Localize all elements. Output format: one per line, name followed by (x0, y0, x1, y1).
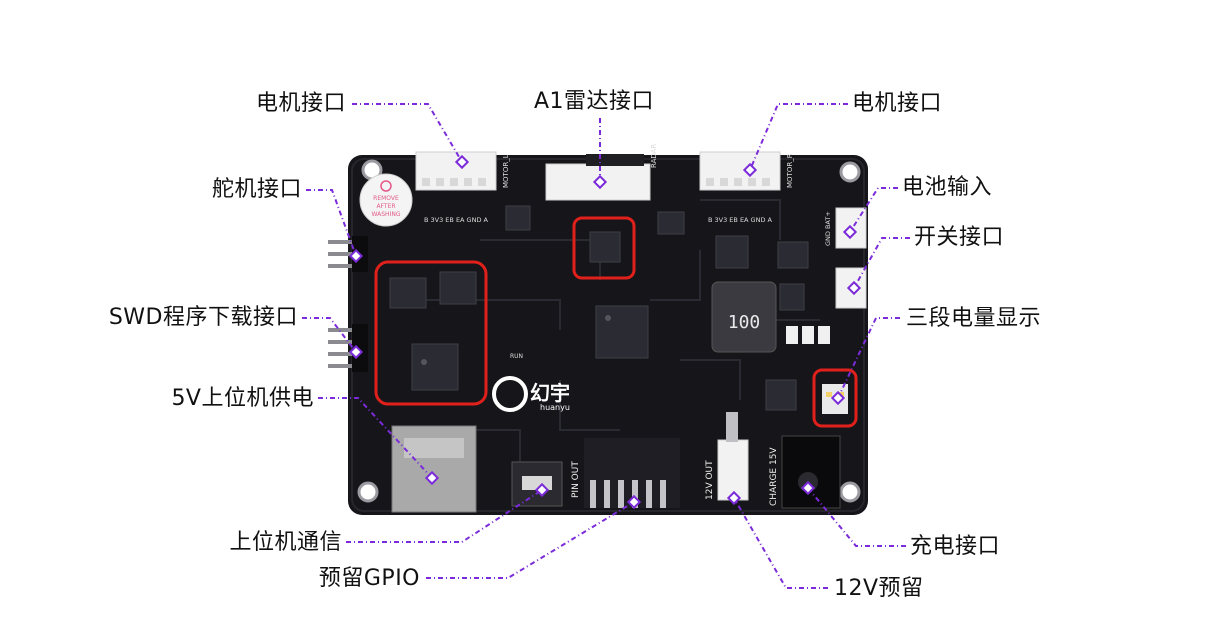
label-battery-level: 三段电量显示 (906, 306, 1042, 331)
charge-jack (781, 435, 841, 509)
leader-host-comm (346, 489, 543, 543)
silk-motor-pins-right: B 3V3 EB EA GND A (708, 216, 773, 224)
label-motor-left: 电机接口 (255, 91, 346, 116)
leader-motor-left (352, 103, 463, 163)
swd-header (328, 328, 354, 368)
highlight-battery-leds (812, 368, 858, 428)
brand-logo-mark (492, 376, 528, 412)
silk-run: RUN (510, 353, 523, 360)
inductor-label: 100 (728, 312, 761, 333)
mounting-hole (839, 481, 861, 503)
leader-battery (849, 187, 898, 233)
lidar-connector-top (586, 154, 644, 166)
leader-charge (807, 487, 906, 547)
leader-switch (853, 237, 910, 289)
silk-motor-l: MOTOR_L (502, 154, 510, 188)
leader-servo (306, 189, 357, 257)
highlight-boxes (374, 216, 858, 428)
brand-sub: huanyu (540, 403, 570, 412)
sticker-line: AFTER (376, 203, 395, 210)
inductor (711, 281, 777, 353)
silk-pin-out: PIN OUT (571, 461, 581, 498)
silk-charge: CHARGE 15V (769, 447, 779, 506)
label-swd: SWD程序下载接口 (108, 305, 298, 330)
servo-header (328, 240, 354, 268)
silk-12v-out: 12V OUT (705, 460, 715, 500)
label-battery: 电池输入 (902, 175, 993, 200)
chips (389, 205, 809, 411)
label-charge: 充电接口 (910, 534, 1001, 559)
leader-gpio (426, 501, 635, 579)
label-servo: 舵机接口 (211, 177, 302, 202)
silk-bat: GND BAT+ (824, 211, 832, 246)
label-usb-power: 5V上位机供电 (171, 386, 314, 411)
label-motor-right: 电机接口 (852, 91, 943, 116)
leader-v12 (733, 497, 828, 589)
buzzer-sticker-mark (380, 180, 392, 192)
label-host-comm: 上位机通信 (229, 530, 342, 555)
v12-connector (717, 439, 749, 501)
leader-markers (348, 154, 862, 510)
sticker-line: WASHING (372, 211, 401, 218)
silk-motor-r: MOTOR_R (786, 153, 794, 188)
label-switch: 开关接口 (914, 225, 1005, 250)
mounting-hole (839, 161, 861, 183)
leader-swd (302, 317, 357, 353)
silk-radar: RADAR (650, 144, 658, 168)
sticker-line: REMOVE (373, 195, 399, 202)
highlight-motor-drivers (374, 260, 488, 406)
leader-usb-power (318, 397, 433, 479)
brand-name: 幻宇 (530, 381, 570, 405)
label-lidar: A1雷达接口 (534, 89, 655, 114)
mounting-hole (357, 481, 379, 503)
label-gpio: 预留GPIO (318, 566, 420, 591)
buzzer (359, 173, 413, 227)
leader-battery-level (837, 317, 900, 399)
leader-lines (302, 103, 910, 589)
label-v12: 12V预留 (834, 576, 924, 601)
silk-motor-pins-left: B 3V3 EB EA GND A (424, 216, 489, 224)
highlight-lidar-chip (572, 216, 636, 280)
